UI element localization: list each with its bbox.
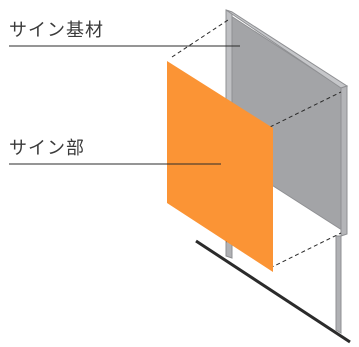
right-post	[335, 235, 342, 334]
sign-part-label: サイン部	[9, 138, 85, 159]
substrate-right-frame	[340, 85, 348, 237]
substrate-label: サイン基材	[9, 20, 104, 41]
ground-line	[195, 239, 351, 344]
sign-part-panel	[167, 61, 273, 272]
